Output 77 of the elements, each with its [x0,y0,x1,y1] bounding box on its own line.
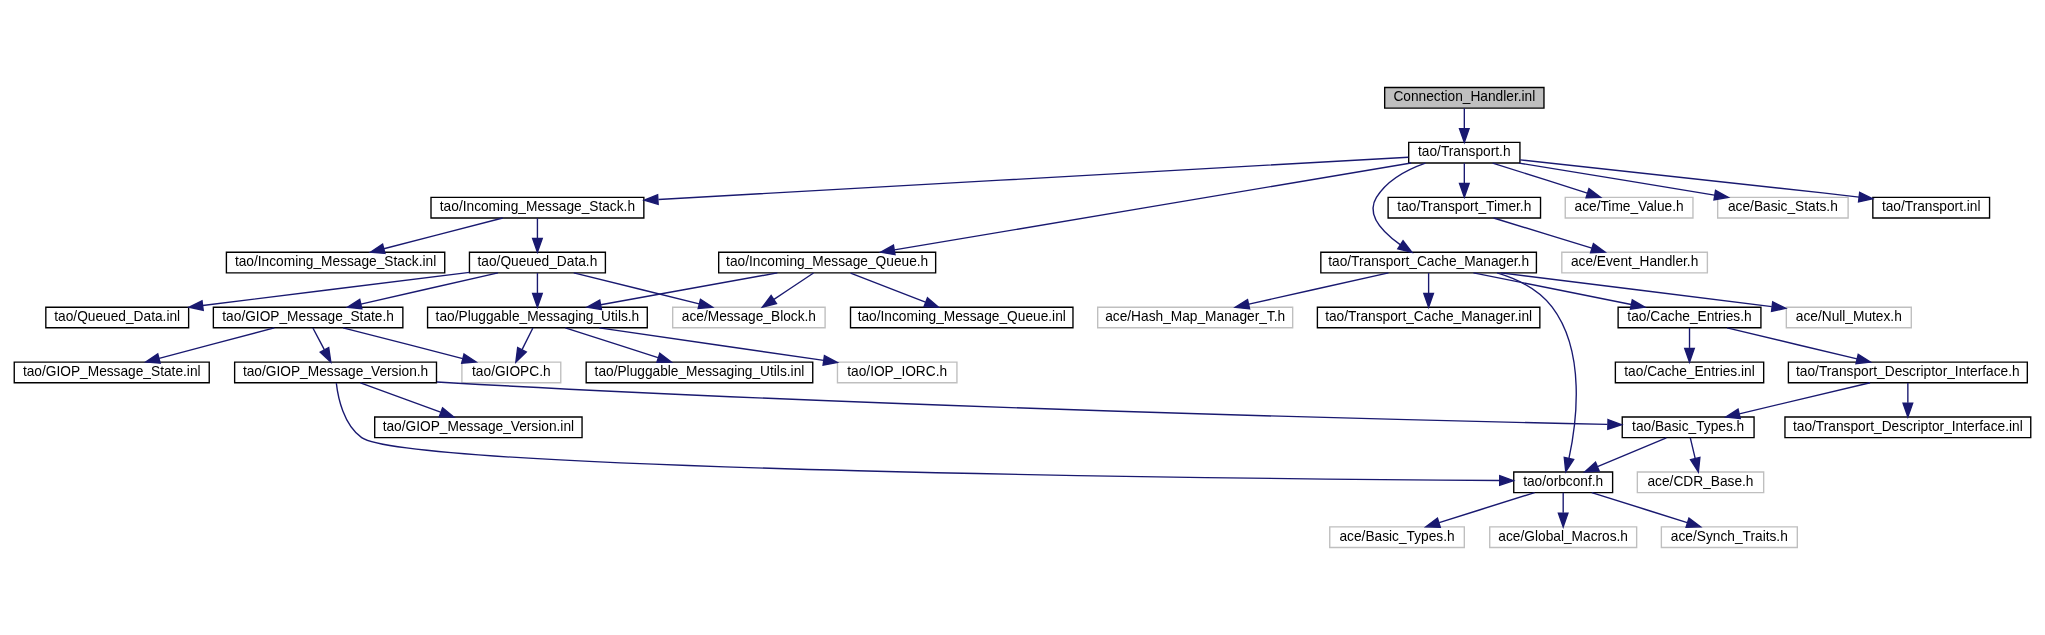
node-box: tao/Transport_Descriptor_Interface.h [1787,361,2028,384]
arrow [1726,327,1873,365]
node-box: tao/Cache_Entries.h [1617,306,1762,329]
node-box: tao/GIOP_Message_Version.inl [374,416,583,439]
arrow [312,327,332,364]
arrow [1492,217,1608,254]
node-box: tao/Incoming_Message_Queue.h [718,251,937,274]
arrow [1491,162,1603,199]
arrow [368,217,504,255]
arrow [585,272,779,311]
arrow [514,327,534,364]
arrow [1423,491,1536,528]
arrow [760,272,815,309]
arrow [598,327,840,366]
arrow [573,272,715,310]
node-box: tao/Incoming_Message_Stack.inl [225,251,446,274]
arrow [1422,272,1435,310]
node-box: tao/Transport_Timer.h [1387,196,1542,219]
arrow [436,381,1624,431]
arrow [1496,272,1577,474]
arrow [359,382,456,418]
arrow [1689,437,1701,474]
arrow [1591,491,1703,528]
node-box: ace/Hash_Map_Manager_T.h [1097,306,1294,329]
node-box: ace/Synch_Traits.h [1660,526,1798,549]
node-box: tao/Cache_Entries.inl [1614,361,1765,384]
node-box: tao/Transport_Descriptor_Interface.inl [1784,416,2032,439]
node-box: ace/CDR_Base.h [1636,471,1765,494]
node-box: ace/Global_Macros.h [1489,526,1638,549]
arrow [1519,159,1875,203]
node-box: tao/Basic_Types.h [1621,416,1755,439]
node-box: tao/IOP_IORC.h [836,361,958,384]
arrow [564,327,674,364]
node-box: tao/Transport_Cache_Manager.inl [1316,306,1541,329]
node-box: tao/Pluggable_Messaging_Utils.inl [585,361,814,384]
arrow [1723,382,1871,420]
arrow [531,217,544,255]
node-box: tao/Incoming_Message_Queue.inl [849,306,1074,329]
node-box: ace/Time_Value.h [1564,196,1694,219]
arrow [1233,272,1390,310]
node-box: tao/Incoming_Message_Stack.h [430,196,645,219]
node-box: ace/Basic_Stats.h [1717,196,1849,219]
arrow [1472,272,1647,311]
arrow [143,327,276,364]
arrow [1458,107,1471,145]
arrow [1902,382,1914,420]
node-box: tao/GIOP_Message_Version.h [233,361,438,384]
arrow [1557,492,1569,529]
node-box: ace/Message_Block.h [672,306,826,329]
node-box: tao/Queued_Data.inl [45,306,190,329]
arrow [1458,162,1471,200]
arrow [1683,327,1696,365]
arrow [1582,437,1668,473]
node-box: tao/GIOPC.h [461,361,562,384]
node-box: tao/GIOP_Message_State.inl [13,361,210,384]
arrow [342,327,479,365]
arrow [849,272,941,308]
arrow [335,382,1516,487]
arrow [1518,162,1731,201]
node-box: tao/GIOP_Message_State.h [212,306,404,329]
arrow [1372,162,1427,254]
node-box: tao/Queued_Data.h [468,251,607,274]
node-box: tao/orbconf.h [1513,471,1614,494]
node-box: ace/Null_Mutex.h [1785,306,1912,329]
arrow [642,156,1410,206]
node-box: tao/Pluggable_Messaging_Utils.h [426,306,648,329]
node-box: Connection_Handler.inl [1384,86,1545,109]
node-box: tao/Transport.h [1408,141,1521,164]
arrow [1500,272,1788,313]
node-box: tao/Transport_Cache_Manager.h [1320,251,1538,274]
node-box: ace/Event_Handler.h [1561,251,1709,274]
arrow [878,162,1412,256]
arrow [186,271,471,312]
node-box: ace/Basic_Types.h [1329,526,1465,549]
arrow [345,272,499,310]
node-box: tao/Transport.inl [1872,196,1991,219]
arrow [531,272,544,310]
